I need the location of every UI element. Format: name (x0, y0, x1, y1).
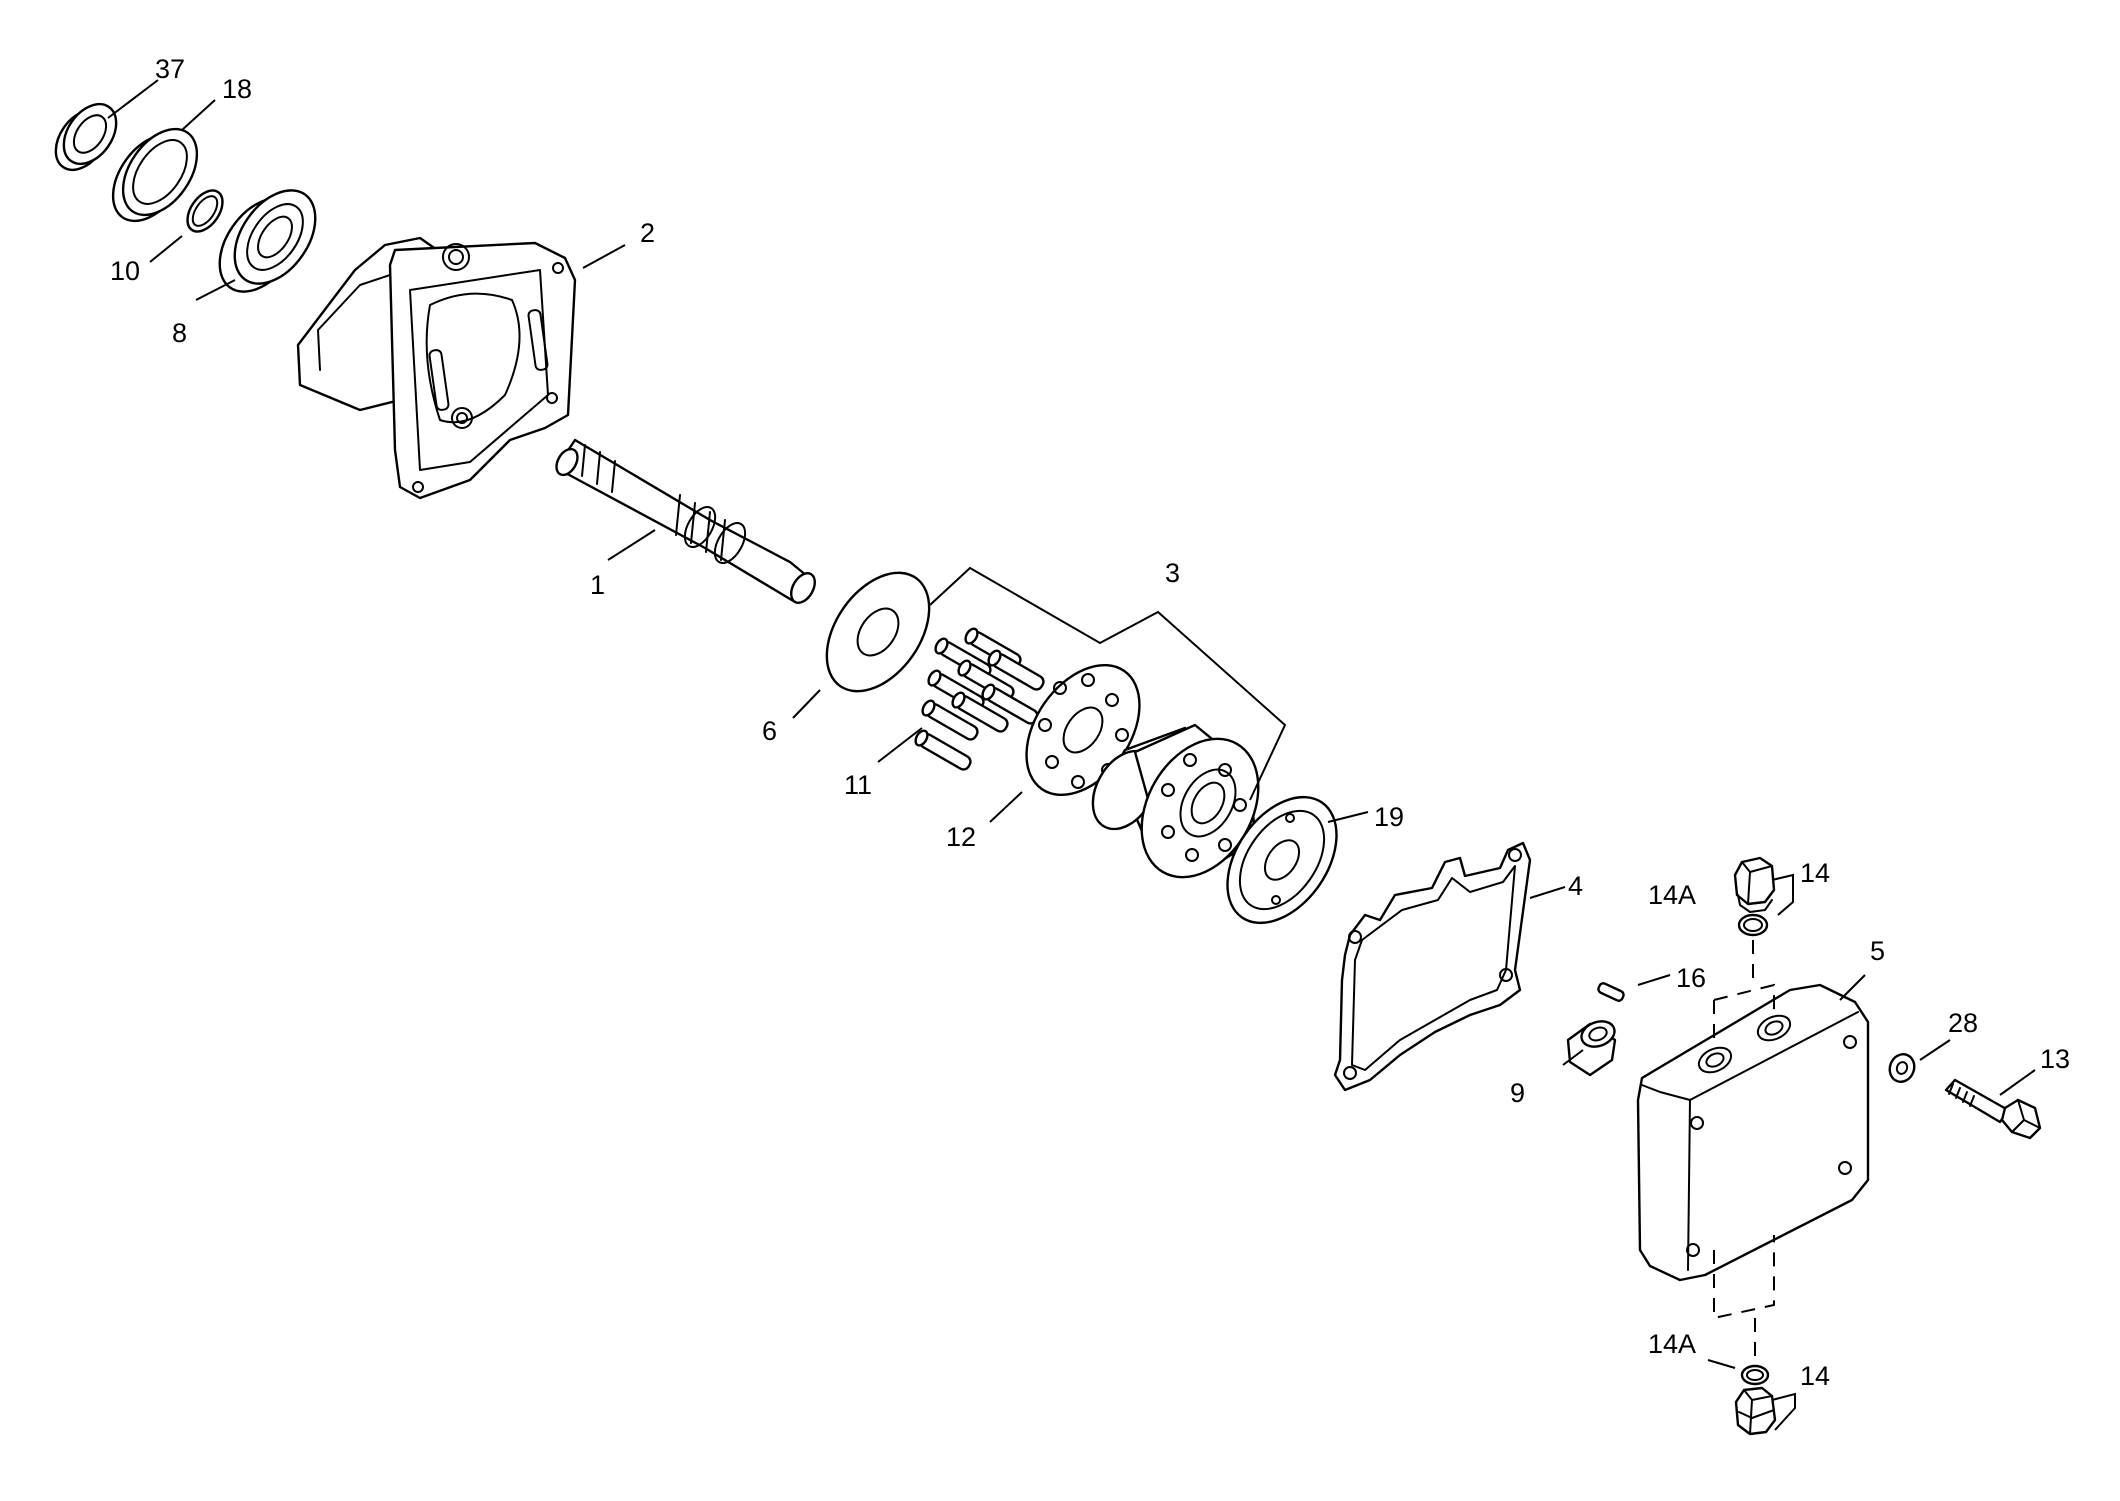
callout-14a-top: 14A (1648, 880, 1696, 910)
part-2-housing[interactable] (296, 236, 577, 500)
leader-lines (107, 79, 2036, 1431)
callout-13: 13 (2040, 1044, 2070, 1074)
part-4-gasket[interactable] (1333, 841, 1532, 1092)
part-1-shaft[interactable] (552, 438, 819, 607)
part-14a-oring-top[interactable] (1737, 913, 1769, 937)
part-37-seal[interactable] (45, 94, 127, 179)
callout-8: 8 (172, 318, 187, 348)
callout-19: 19 (1374, 802, 1404, 832)
callout-10: 10 (110, 256, 140, 286)
part-28-washer[interactable] (1886, 1051, 1918, 1086)
callout-3: 3 (1165, 558, 1180, 588)
callout-11: 11 (844, 770, 872, 800)
callout-4: 4 (1568, 871, 1583, 901)
callout-12: 12 (946, 822, 976, 852)
callout-14a-bottom: 14A (1648, 1329, 1696, 1359)
part-10-snap-ring[interactable] (180, 184, 229, 238)
callout-6: 6 (762, 716, 777, 746)
part-9-bushing[interactable] (1566, 1017, 1618, 1077)
callout-1: 1 (590, 570, 605, 600)
callout-18: 18 (222, 74, 252, 104)
part-13-bolt[interactable] (1944, 1078, 2042, 1140)
callout-14-bottom: 14 (1800, 1361, 1830, 1391)
callout-9: 9 (1510, 1078, 1525, 1108)
callout-37: 37 (155, 54, 185, 84)
part-14-plug-top[interactable] (1733, 856, 1776, 913)
part-14-plug-bottom[interactable] (1734, 1386, 1777, 1436)
part-8-bearing[interactable] (203, 175, 332, 306)
part-19-valve-plate[interactable] (1205, 777, 1359, 943)
part-3-cylinder-block[interactable] (1080, 718, 1282, 898)
part-11-pistons[interactable] (913, 627, 1046, 773)
callout-5: 5 (1870, 936, 1885, 966)
callout-14-top: 14 (1800, 858, 1830, 888)
part-6-washer[interactable] (806, 554, 951, 710)
part-18-seal[interactable] (98, 115, 212, 234)
callout-16: 16 (1676, 963, 1706, 993)
callouts: 37 18 10 8 2 1 3 6 11 12 19 4 14 14A 16 … (110, 54, 2070, 1391)
callout-28: 28 (1948, 1008, 1978, 1038)
part-16-pin[interactable] (1597, 982, 1625, 1002)
callout-2: 2 (640, 218, 655, 248)
part-14a-oring-bottom[interactable] (1740, 1364, 1770, 1386)
alignment-lines (1713, 940, 1775, 1360)
part-5-end-cover[interactable] (1636, 983, 1870, 1282)
